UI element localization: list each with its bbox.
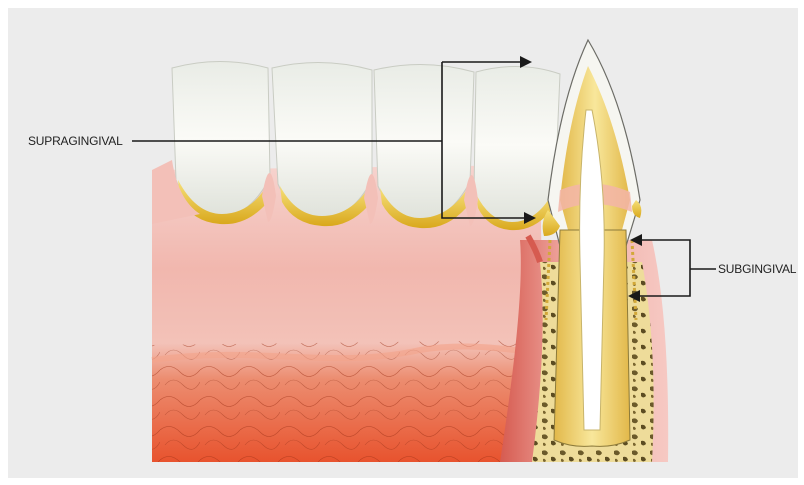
tooth-3 <box>374 64 474 228</box>
supragingival-label: SUPRAGINGIVAL <box>28 134 123 148</box>
tooth-4 <box>474 66 560 230</box>
subgingival-label: SUBGINGIVAL <box>718 262 796 276</box>
arrow-head-icon <box>520 56 532 68</box>
tooth-1 <box>172 62 270 225</box>
tooth-2 <box>272 62 372 226</box>
